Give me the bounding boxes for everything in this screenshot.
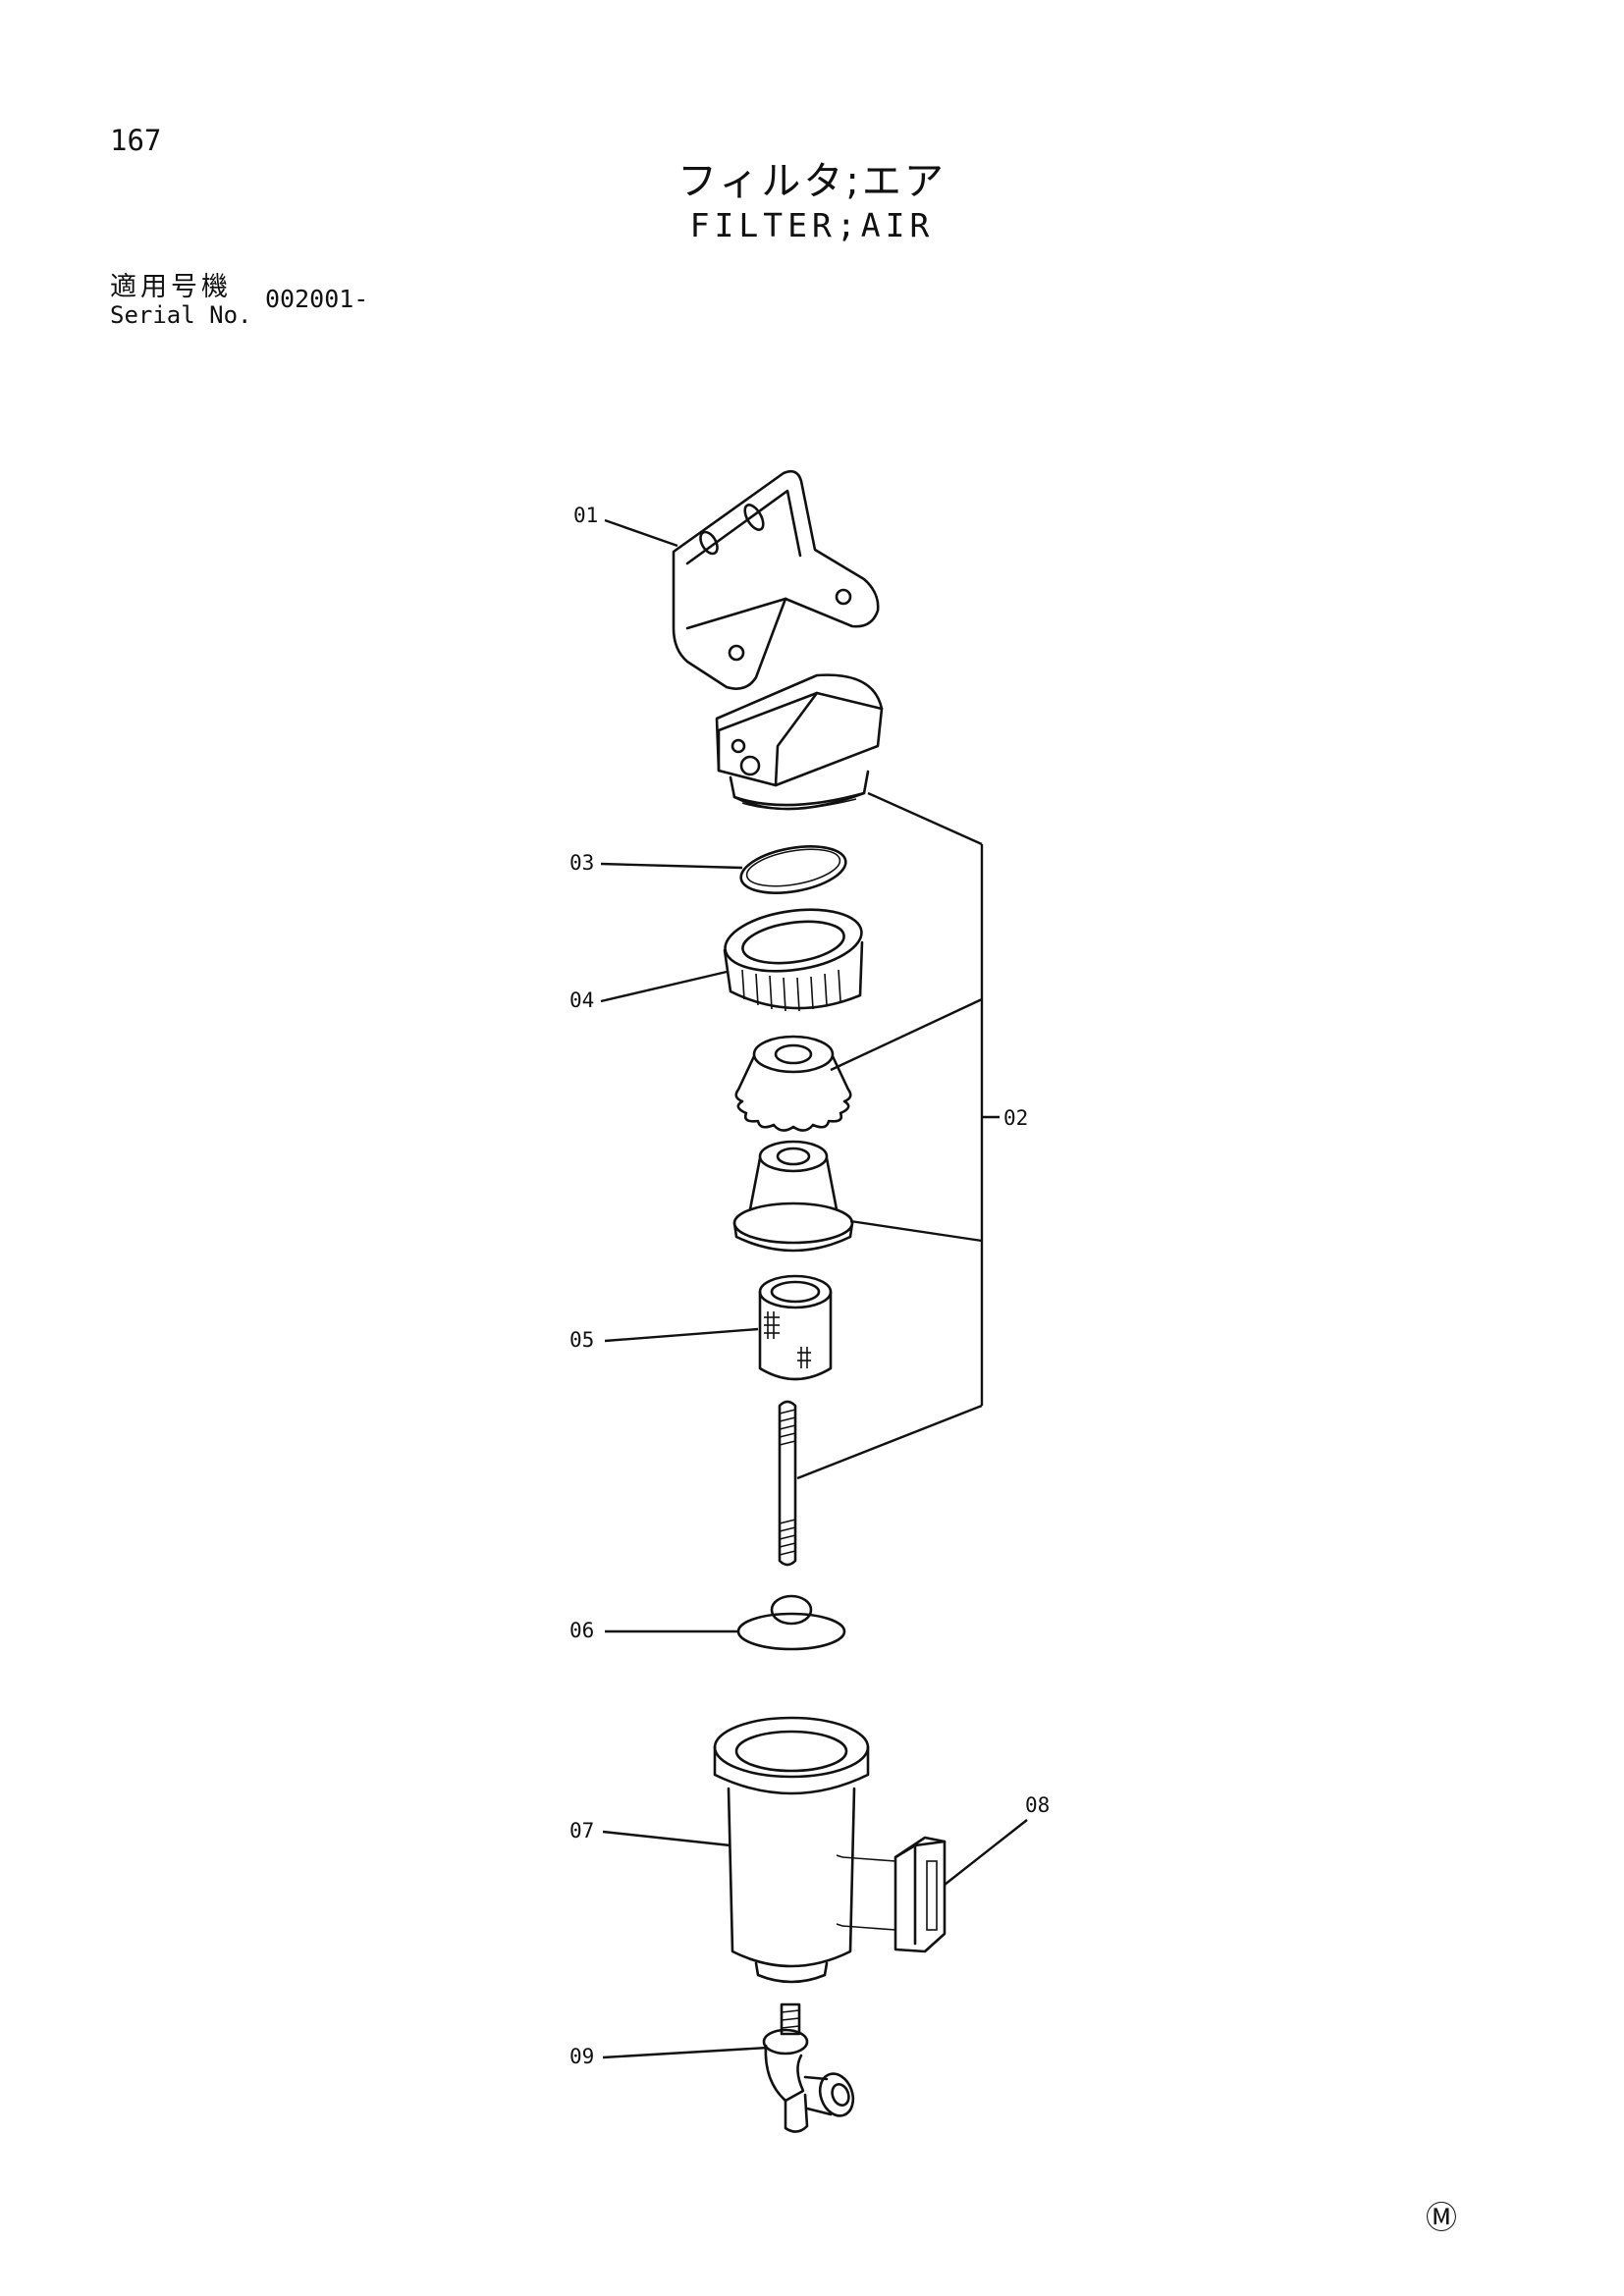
baffle-cone-part bbox=[732, 1140, 854, 1253]
title-japanese: フィルタ;エア bbox=[677, 159, 947, 204]
ring-nut-part bbox=[723, 908, 864, 1012]
callout-06: 06 bbox=[569, 1619, 594, 1642]
callout-02: 02 bbox=[1003, 1106, 1028, 1130]
m-mark-icon: Ⓜ bbox=[1426, 2199, 1458, 2236]
stud-bolt-part bbox=[778, 1400, 797, 1567]
drain-cock-part bbox=[762, 2002, 855, 2133]
title-english: FILTER;AIR bbox=[689, 206, 935, 244]
sight-gauge-part bbox=[841, 1836, 947, 1953]
serial-label-english: Serial No. bbox=[110, 301, 252, 329]
deflector-part bbox=[734, 1035, 852, 1132]
serial-label-japanese: 適用号機 bbox=[110, 272, 232, 302]
valve-disc-part bbox=[736, 1594, 846, 1651]
callout-03: 03 bbox=[569, 851, 594, 875]
callout-04: 04 bbox=[569, 988, 594, 1012]
o-ring-part bbox=[739, 845, 847, 894]
callout-05: 05 bbox=[569, 1328, 594, 1352]
bracket-part bbox=[672, 469, 880, 690]
callout-09: 09 bbox=[569, 2045, 594, 2068]
page-number: 167 bbox=[110, 124, 162, 157]
filter-head-part bbox=[715, 673, 884, 811]
filter-element-part bbox=[758, 1274, 833, 1381]
callout-07: 07 bbox=[569, 1819, 594, 1842]
callout-08: 08 bbox=[1025, 1793, 1050, 1817]
callout-01: 01 bbox=[573, 504, 598, 527]
serial-number-value: 002001- bbox=[265, 285, 369, 313]
leader-lines bbox=[600, 518, 1028, 2059]
bowl-part bbox=[713, 1716, 870, 1984]
